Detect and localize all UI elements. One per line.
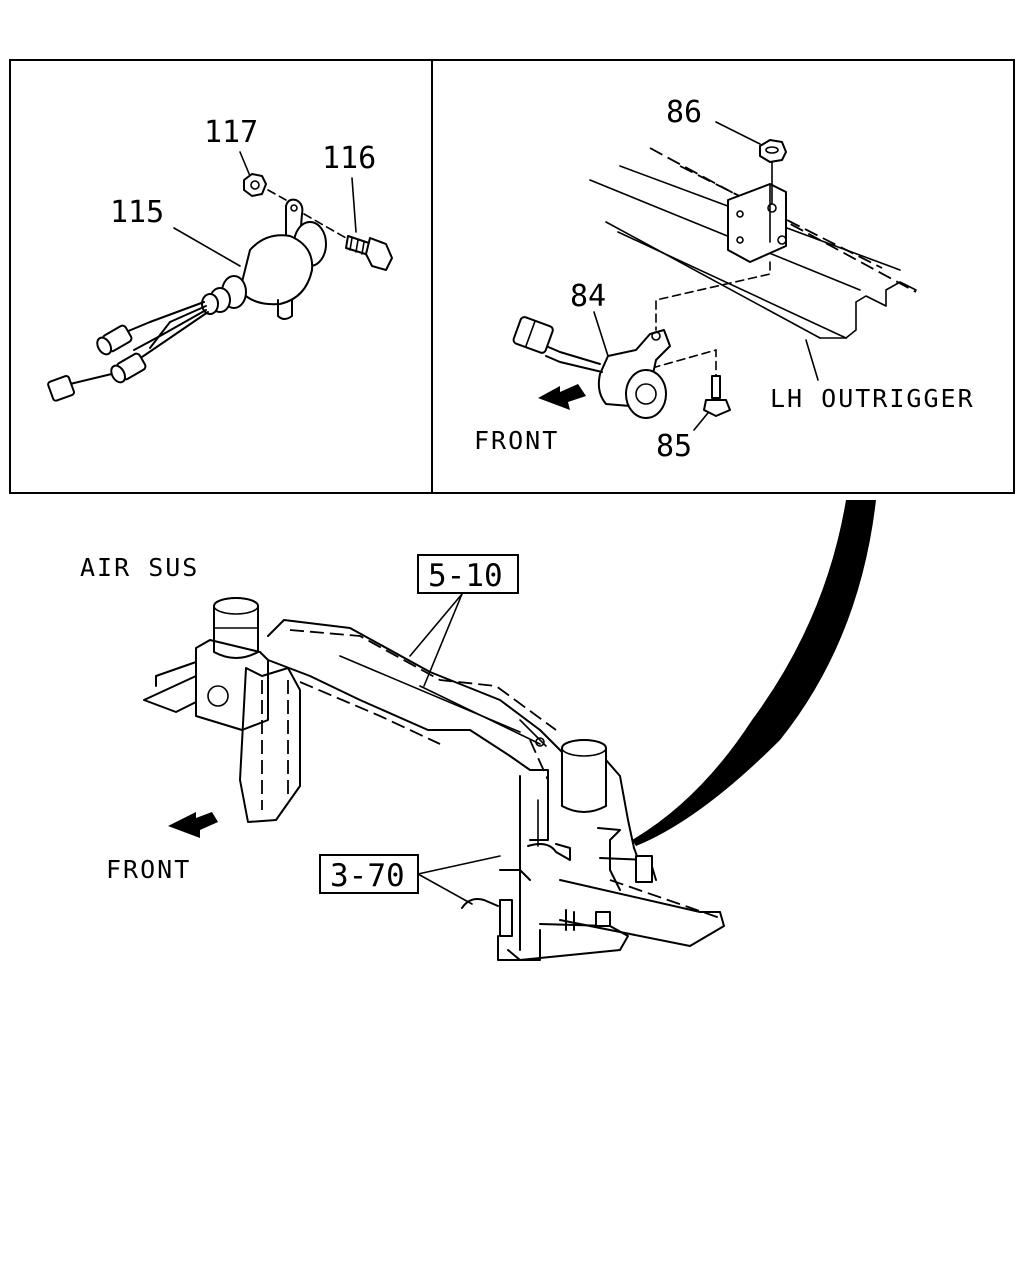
main-view: AIR SUS FRONT 5-10 3-70	[80, 500, 876, 961]
detail-pointer	[632, 500, 876, 846]
bolt-85	[703, 375, 731, 417]
height-sensor-84	[512, 316, 671, 419]
front-label-main: FRONT	[106, 855, 191, 884]
mount-tab	[285, 198, 304, 239]
callout-115: 115	[110, 195, 164, 230]
lh-outrigger	[589, 147, 917, 339]
front-label-detail: FRONT	[474, 426, 559, 455]
leader-115	[173, 227, 241, 267]
leader-117	[239, 151, 251, 177]
callout-85: 85	[656, 429, 692, 464]
callout-117: 117	[204, 115, 258, 150]
nut-86	[759, 139, 787, 163]
air-spring-right	[561, 739, 607, 813]
callout-84: 84	[570, 279, 606, 314]
leader-116	[351, 177, 357, 233]
height-sensor-115	[47, 221, 327, 402]
callout-116: 116	[322, 141, 376, 176]
front-arrow-icon	[168, 812, 218, 838]
chassis-frame	[143, 597, 725, 961]
reference-box-5-10[interactable]: 5-10	[417, 554, 519, 594]
callout-86: 86	[666, 95, 702, 130]
reference-3-70: 3-70	[330, 858, 405, 894]
reference-5-10: 5-10	[428, 558, 503, 594]
air-sus-label: AIR SUS	[80, 553, 199, 582]
air-spring-left	[213, 597, 259, 659]
reference-box-3-70[interactable]: 3-70	[319, 854, 419, 894]
left-detail-panel: 117 116 115	[47, 115, 393, 402]
right-detail-panel: 86 84 85 LH OUTRIGGER FRONT	[474, 95, 975, 464]
detail-frame	[9, 59, 1015, 494]
bolt-116	[345, 235, 393, 271]
outrigger-label: LH OUTRIGGER	[770, 384, 975, 413]
front-arrow-icon	[538, 384, 586, 410]
nut-117	[243, 173, 267, 197]
